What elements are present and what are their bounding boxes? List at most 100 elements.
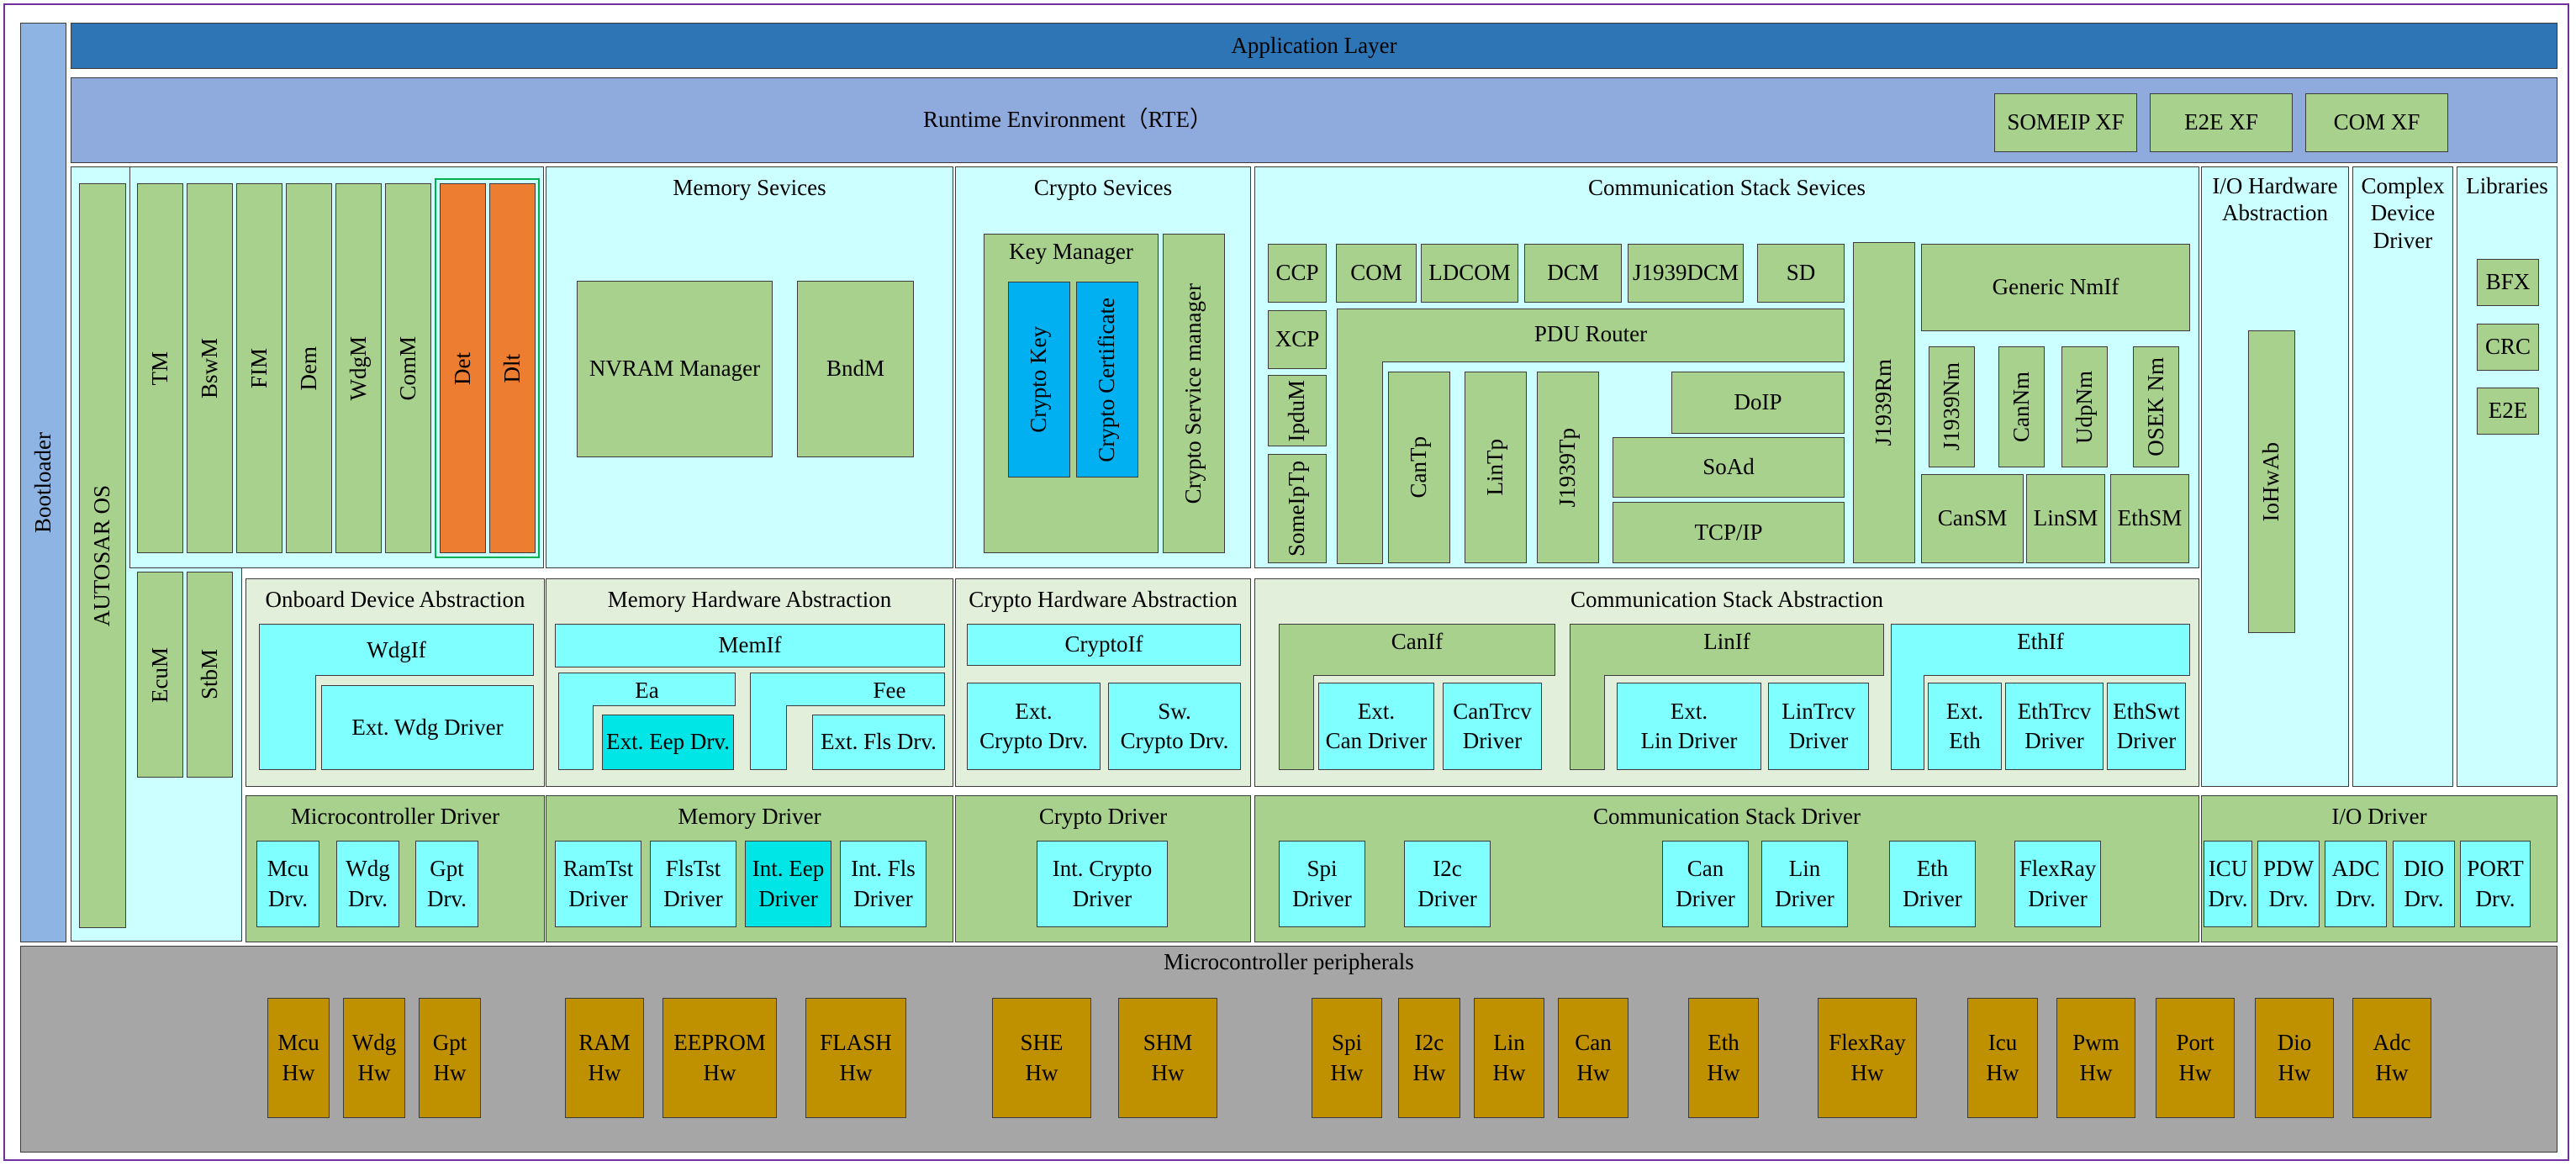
microcontroller-driver-title: Microcontroller Driver xyxy=(290,804,500,829)
bndm-box: BndM xyxy=(797,281,914,457)
memory-driver-title: Memory Driver xyxy=(678,804,821,829)
adc-drv-box: ADC Drv. xyxy=(2325,841,2387,927)
cantp-box: CanTp xyxy=(1388,372,1450,563)
flstst-driver-box: FlsTst Driver xyxy=(650,841,736,927)
communication-driver-title: Communication Stack Driver xyxy=(1593,804,1861,829)
det-label: Det xyxy=(449,351,475,385)
cryptoif-box: CryptoIf xyxy=(967,624,1241,666)
tcpip-box: TCP/IP xyxy=(1613,502,1845,563)
autosar-os-box: AUTOSAR OS xyxy=(79,183,126,928)
lin-hw-box: Lin Hw xyxy=(1474,998,1544,1118)
ext-eep-drv-box: Ext. Eep Drv. xyxy=(602,715,734,770)
ipdum-label: IpduM xyxy=(1284,379,1310,442)
ethtrcv-driver-box: EthTrcv Driver xyxy=(2005,683,2104,770)
ecum-box: EcuM xyxy=(137,572,183,778)
ethif-label: EthIf xyxy=(2017,629,2064,654)
int-crypto-driver-box: Int. Crypto Driver xyxy=(1037,841,1168,927)
iohwab-box: IoHwAb xyxy=(2248,330,2295,633)
memory-services-title: Memory Sevices xyxy=(673,175,826,200)
osek-nm-label: OSEK Nm xyxy=(2142,357,2168,456)
complex-device-driver-box: Complex Device Driver xyxy=(2352,166,2453,787)
complex-device-driver-title: Complex Device Driver xyxy=(2361,173,2445,253)
ethif-leg xyxy=(1891,675,1924,770)
io-driver-title: I/O Driver xyxy=(2331,804,2427,829)
pwm-hw-box: Pwm Hw xyxy=(2056,998,2135,1118)
bfx-box: BFX xyxy=(2477,259,2539,306)
wdgm-label: WdgM xyxy=(345,335,371,401)
bswm-box: BswM xyxy=(187,183,233,553)
udpnm-label: UdpNm xyxy=(2071,370,2097,444)
shm-hw-box: SHM Hw xyxy=(1118,998,1217,1118)
doip-box: DoIP xyxy=(1671,372,1845,434)
sw-crypto-drv-box: Sw. Crypto Drv. xyxy=(1108,683,1241,770)
ccp-box: CCP xyxy=(1268,244,1327,303)
i2c-driver-box: I2c Driver xyxy=(1404,841,1491,927)
dlt-box: Dlt xyxy=(489,183,536,553)
dcm-box: DCM xyxy=(1524,244,1622,303)
communication-abstraction-title: Communication Stack Abstraction xyxy=(1570,587,1883,612)
com-xf-box: COM XF xyxy=(2305,93,2448,152)
someiptp-box: SomeIpTp xyxy=(1268,454,1327,563)
autosar-os-label: AUTOSAR OS xyxy=(89,484,115,627)
spi-driver-box: Spi Driver xyxy=(1279,841,1365,927)
iohwab-label: IoHwAb xyxy=(2258,441,2284,522)
osek-nm-box: OSEK Nm xyxy=(2133,346,2179,467)
ea-top: Ea xyxy=(558,673,736,706)
someiptp-label: SomeIpTp xyxy=(1284,461,1310,557)
lintp-box: LinTp xyxy=(1465,372,1527,563)
adc-hw-box: Adc Hw xyxy=(2352,998,2431,1118)
key-manager-title: Key Manager xyxy=(1009,239,1133,264)
lintp-label: LinTp xyxy=(1482,439,1508,496)
flexray-driver-box: FlexRay Driver xyxy=(2014,841,2101,927)
stbm-box: StbM xyxy=(187,572,233,778)
comm-label: ComM xyxy=(394,335,420,401)
det-dlt-group xyxy=(435,178,540,558)
gpt-drv-box: Gpt Drv. xyxy=(415,841,478,927)
fim-box: FIM xyxy=(236,183,282,553)
communication-services-title: Communication Stack Sevices xyxy=(1588,175,1866,200)
dem-label: Dem xyxy=(295,346,321,391)
port-hw-box: Port Hw xyxy=(2156,998,2235,1118)
dlt-label: Dlt xyxy=(499,353,525,383)
ethswt-driver-box: EthSwt Driver xyxy=(2107,683,2186,770)
fee-label: Fee xyxy=(873,678,906,703)
int-eep-driver-box: Int. Eep Driver xyxy=(745,841,831,927)
cantrcv-driver-box: CanTrcv Driver xyxy=(1443,683,1542,770)
ram-hw-box: RAM Hw xyxy=(565,998,644,1118)
ext-can-driver-box: Ext. Can Driver xyxy=(1318,683,1434,770)
memory-hw-abstraction-title: Memory Hardware Abstraction xyxy=(607,587,892,612)
crypto-hw-abstraction-title: Crypto Hardware Abstraction xyxy=(969,587,1238,612)
linif-leg xyxy=(1570,675,1605,770)
e2e-xf-box: E2E XF xyxy=(2150,93,2293,152)
ecum-label: EcuM xyxy=(146,646,172,703)
sd-box: SD xyxy=(1757,244,1845,303)
dio-drv-box: DIO Drv. xyxy=(2393,841,2455,927)
crypto-certificate-box: Crypto Certificate xyxy=(1076,282,1138,477)
crypto-service-manager-box: Crypto Service manager xyxy=(1163,234,1225,553)
ethif-top: EthIf xyxy=(1891,624,2190,676)
someip-xf-box: SOMEIP XF xyxy=(1994,93,2137,152)
j1939dcm-box: J1939DCM xyxy=(1628,244,1744,303)
ldcom-box: LDCOM xyxy=(1421,244,1518,303)
ext-crypto-drv-box: Ext. Crypto Drv. xyxy=(967,683,1101,770)
eeprom-hw-box: EEPROM Hw xyxy=(662,998,777,1118)
j1939tp-box: J1939Tp xyxy=(1537,372,1599,563)
outer-frame xyxy=(3,3,2569,1161)
pdu-router-leg xyxy=(1337,361,1383,564)
application-layer-box: Application Layer xyxy=(71,23,2558,69)
crypto-key-box: Crypto Key xyxy=(1008,282,1070,477)
pdu-router-top: PDU Router xyxy=(1337,309,1845,362)
spi-hw-box: Spi Hw xyxy=(1312,998,1382,1118)
wdgif-label: WdgIf xyxy=(367,637,426,662)
nvram-manager-box: NVRAM Manager xyxy=(577,281,773,457)
linif-label: LinIf xyxy=(1703,629,1750,654)
pdw-drv-box: PDW Drv. xyxy=(2257,841,2320,927)
can-driver-box: Can Driver xyxy=(1662,841,1749,927)
io-hw-abstraction-title: I/O Hardware Abstraction xyxy=(2212,173,2338,226)
rte-box: Runtime Environment（RTE） xyxy=(71,77,2558,163)
cannm-label: CanNm xyxy=(2008,372,2034,442)
ea-leg xyxy=(558,705,594,770)
cantp-label: CanTp xyxy=(1406,436,1432,499)
eth-hw-box: Eth Hw xyxy=(1688,998,1759,1118)
